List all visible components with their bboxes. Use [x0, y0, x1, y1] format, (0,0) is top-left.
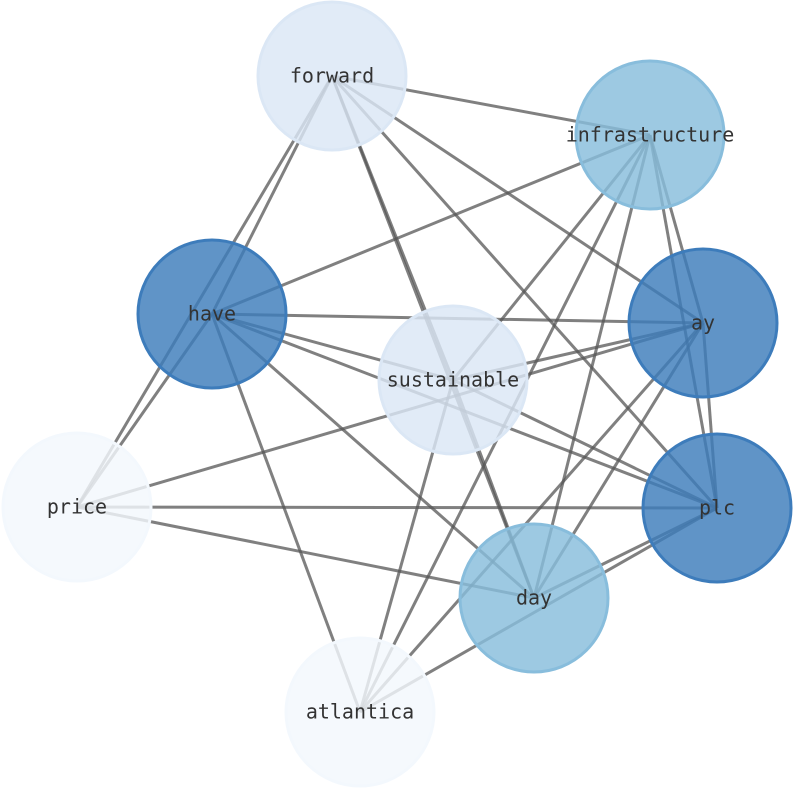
node-ay: ay — [627, 247, 779, 399]
node-sustainable: sustainable — [377, 304, 529, 456]
node-label-plc: plc — [699, 496, 735, 520]
node-label-have: have — [188, 302, 236, 326]
node-circle-atlantica — [284, 636, 436, 788]
node-label-atlantica: atlantica — [306, 700, 414, 724]
node-plc: plc — [641, 432, 793, 584]
node-have: have — [136, 238, 288, 390]
node-forward: forward — [256, 0, 408, 152]
node-label-price: price — [47, 495, 107, 519]
edge-price-plc — [76, 505, 718, 510]
edge-price-day — [76, 505, 535, 600]
node-circle-ay — [627, 247, 779, 399]
node-circle-have — [136, 238, 288, 390]
node-atlantica: atlantica — [284, 636, 436, 788]
node-label-infrastructure: infrastructure — [566, 123, 735, 147]
node-label-ay: ay — [691, 311, 715, 335]
node-day: day — [458, 522, 610, 674]
node-circle-sustainable — [377, 304, 529, 456]
edge-ay-atlantica — [358, 322, 705, 713]
node-label-forward: forward — [290, 64, 374, 88]
node-circle-forward — [256, 0, 408, 152]
edge-infrastructure-have — [211, 133, 651, 316]
node-circle-price — [1, 431, 153, 583]
node-circle-infrastructure — [574, 59, 726, 211]
node-label-sustainable: sustainable — [387, 368, 519, 392]
edge-infrastructure-day — [532, 134, 652, 599]
node-circle-day — [458, 522, 610, 674]
node-label-day: day — [516, 586, 552, 610]
node-price: price — [1, 431, 153, 583]
node-circle-plc — [641, 432, 793, 584]
node-infrastructure: infrastructure — [566, 59, 735, 211]
